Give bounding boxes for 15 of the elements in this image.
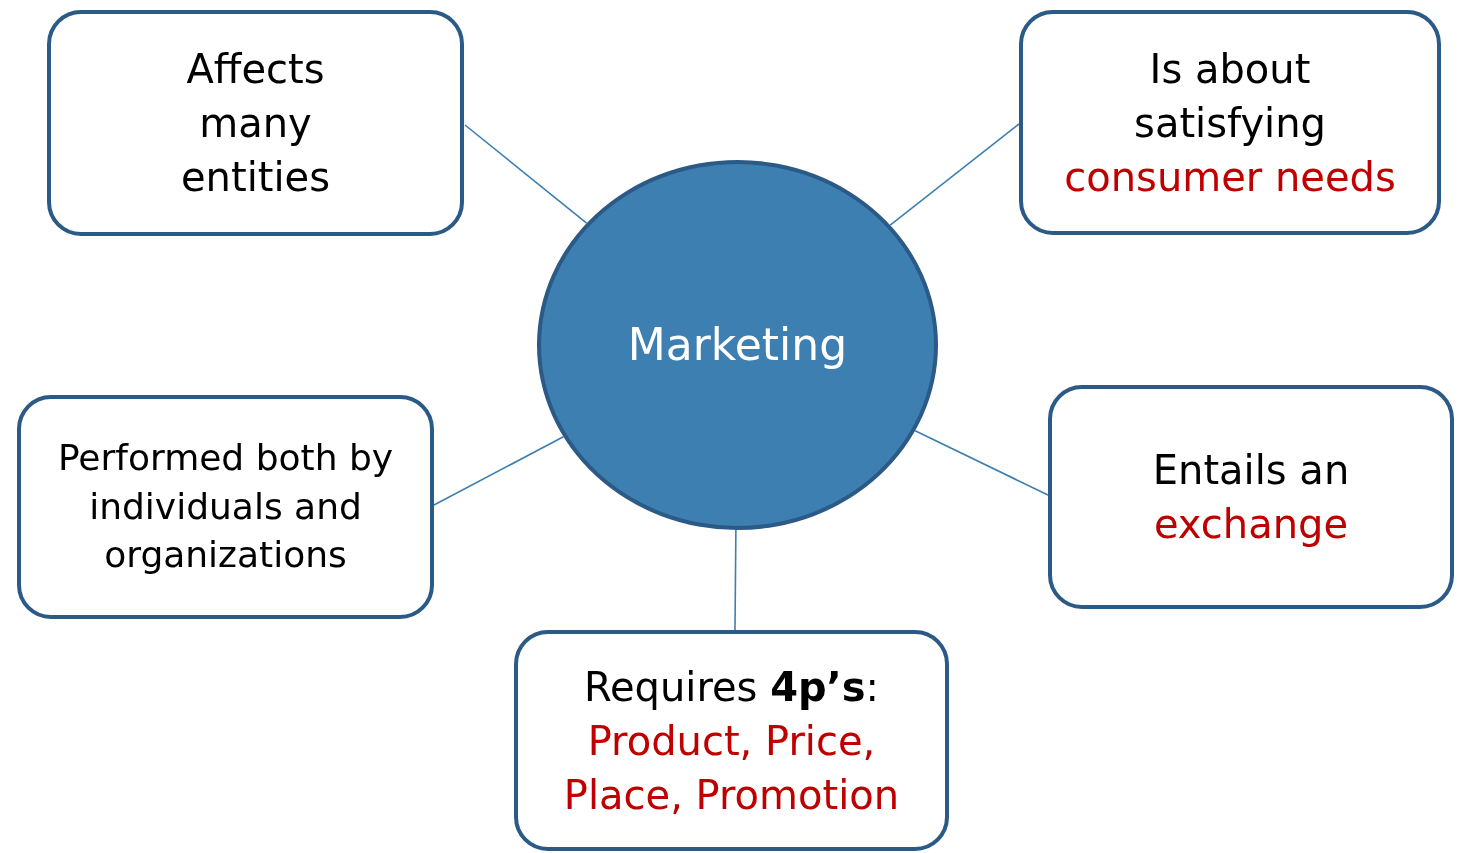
note-box xyxy=(1048,385,1454,609)
note-text: consumer needs xyxy=(1064,152,1396,202)
note-box xyxy=(514,630,949,851)
topic-label: Marketing xyxy=(627,318,848,373)
note-text: Requires 4p’s: xyxy=(583,662,880,712)
note-box xyxy=(47,10,464,236)
note-text: Is about satisfying xyxy=(1133,44,1327,148)
connector-line xyxy=(734,529,737,631)
note-text: Affects many entities xyxy=(180,45,331,202)
note-text: Product, Price, Place, Promotion xyxy=(562,716,901,820)
note-box xyxy=(17,395,434,619)
note-text: exchange xyxy=(1153,500,1349,549)
note-text: Performed both by individuals and organizations xyxy=(56,436,395,578)
note-box xyxy=(1019,10,1441,235)
note-text: Entails an xyxy=(1152,446,1350,495)
